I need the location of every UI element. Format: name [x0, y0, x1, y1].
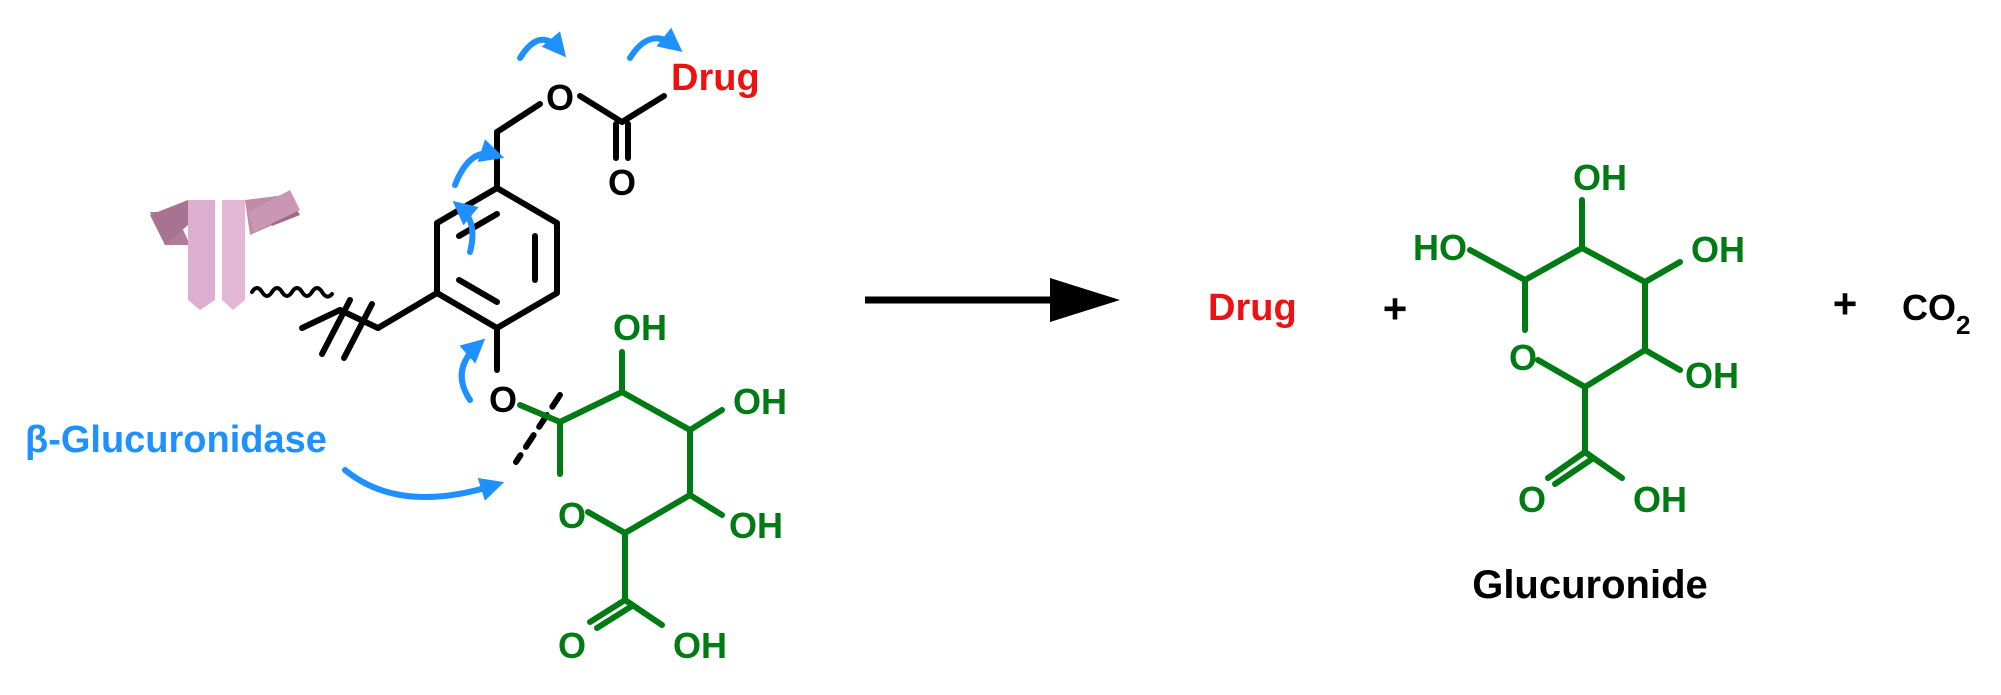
co2-label: CO2	[1902, 287, 1970, 340]
product-acid-oh: OH	[1633, 479, 1687, 520]
reactant-sugar-ring	[517, 349, 725, 631]
plus-sign-1: +	[1383, 285, 1408, 332]
electron-arrows	[452, 27, 683, 403]
enzyme-label: β-Glucuronidase	[25, 419, 327, 461]
linker-wavy-bond	[250, 286, 334, 299]
ester-oxygen: O	[546, 77, 574, 118]
product-oh-lower: OH	[1685, 355, 1739, 396]
antibody-icon	[150, 190, 300, 310]
product-oh-right: OH	[1691, 229, 1745, 270]
reactant-acid-oxygen: O	[558, 625, 586, 666]
reaction-arrow	[865, 278, 1120, 322]
cleavage-dashed-line	[513, 392, 563, 465]
reactant-oh-right: OH	[733, 381, 787, 422]
product-sugar-ring	[1467, 197, 1683, 487]
product-oh-top: OH	[1573, 157, 1627, 198]
enzyme-attack-arrow	[342, 467, 505, 501]
triple-bond	[299, 290, 440, 361]
drug-label-product: Drug	[1208, 287, 1297, 329]
product-ring-oxygen: O	[1509, 337, 1537, 378]
reactant-oh-top: OH	[613, 307, 667, 348]
carbonyl-oxygen: O	[608, 162, 636, 203]
drug-label-reactant: Drug	[671, 57, 760, 99]
glucuronide-caption: Glucuronide	[1472, 563, 1708, 607]
reactant-acid-oh: OH	[673, 625, 727, 666]
reactant-oh-lower: OH	[729, 505, 783, 546]
product-ho-left: HO	[1413, 227, 1467, 268]
reactant-ring-oxygen: O	[558, 495, 586, 536]
product-acid-oxygen: O	[1518, 479, 1546, 520]
plus-sign-2: +	[1833, 280, 1858, 327]
phenol-oxygen: O	[489, 379, 517, 420]
